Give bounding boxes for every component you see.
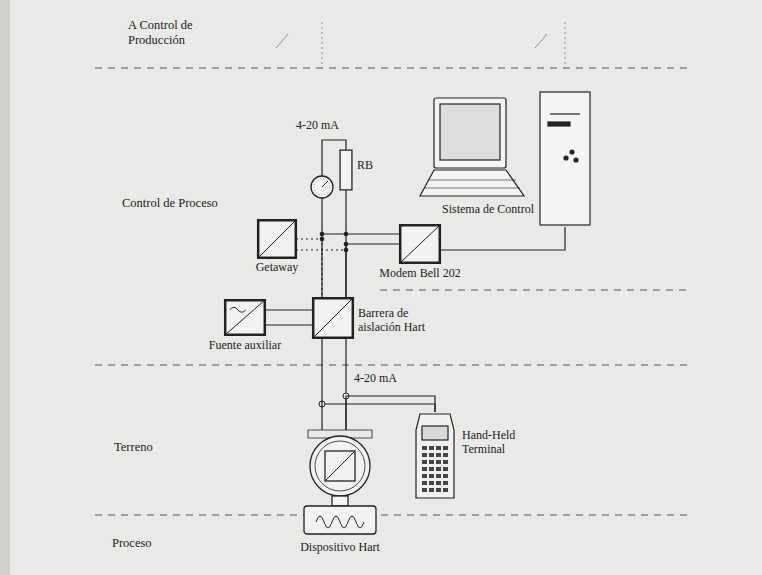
- node-caption: Fuente auxiliar: [195, 338, 295, 352]
- gateway-box: Getaway: [258, 220, 296, 258]
- isolation-barrier-outline: [313, 298, 353, 338]
- zone-label: Proceso: [112, 536, 192, 551]
- node-caption: Getaway: [237, 260, 317, 274]
- signal-label: 4-20 mA: [296, 118, 356, 132]
- isolation-barrier: Barrera de aislación Hart: [313, 298, 353, 338]
- modem-box: Modem Bell 202: [400, 225, 440, 263]
- zone-label: A Control de Producción: [128, 18, 236, 48]
- hand-held-terminal: Hand-Held Terminal: [416, 412, 454, 498]
- hand-held-terminal-outline: [416, 412, 454, 498]
- modem-box-outline: [400, 225, 440, 263]
- node-caption: Modem Bell 202: [370, 266, 470, 280]
- hart-device-outline: [300, 430, 380, 534]
- control-system: Sistema de Control: [420, 92, 592, 227]
- junction-dots: [320, 232, 349, 253]
- resistor-symbol-outline: [340, 150, 352, 190]
- test-points: [319, 393, 349, 407]
- wire-connector: [265, 309, 313, 310]
- scan-edge: [0, 0, 10, 575]
- wire-connector: [440, 227, 565, 250]
- node-caption: Dispositivo Hart: [285, 540, 395, 554]
- wire-connector: [321, 338, 322, 430]
- node-caption: Hand-Held Terminal: [462, 428, 532, 456]
- node-caption: Barrera de aislación Hart: [358, 306, 448, 334]
- gateway-box-outline: [258, 220, 296, 258]
- loop-wires: [265, 140, 435, 430]
- signal-label: 4-20 mA: [354, 371, 414, 385]
- wire-connector: [296, 239, 322, 298]
- power-supply-box: Fuente auxiliar: [225, 300, 265, 335]
- zone-label: Control de Proceso: [122, 196, 242, 211]
- pressure-gauge: [311, 176, 333, 198]
- upper-links: [276, 22, 565, 68]
- resistor-symbol: RB: [340, 150, 352, 190]
- zone-label: Terreno: [114, 440, 194, 455]
- power-supply-box-outline: [225, 300, 265, 335]
- node-caption: Sistema de Control: [442, 202, 534, 216]
- node-caption: RB: [357, 158, 387, 172]
- zone-dividers: [95, 68, 692, 515]
- hart-device: Dispositivo Hart: [300, 430, 380, 534]
